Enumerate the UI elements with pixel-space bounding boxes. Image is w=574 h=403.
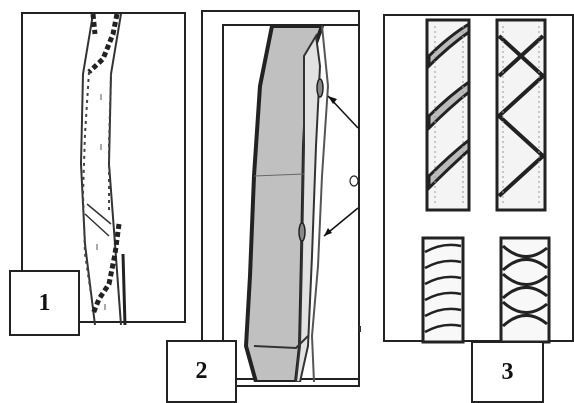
panel-3	[383, 14, 574, 342]
panel-label-3: 3	[471, 341, 544, 403]
panel-label-1: 1	[9, 270, 80, 336]
panel-label-2: 2	[166, 340, 237, 403]
spiral-annular-vessels-icon	[385, 16, 574, 344]
panel-2	[222, 24, 360, 380]
pitted-vessel-icon	[224, 26, 362, 382]
